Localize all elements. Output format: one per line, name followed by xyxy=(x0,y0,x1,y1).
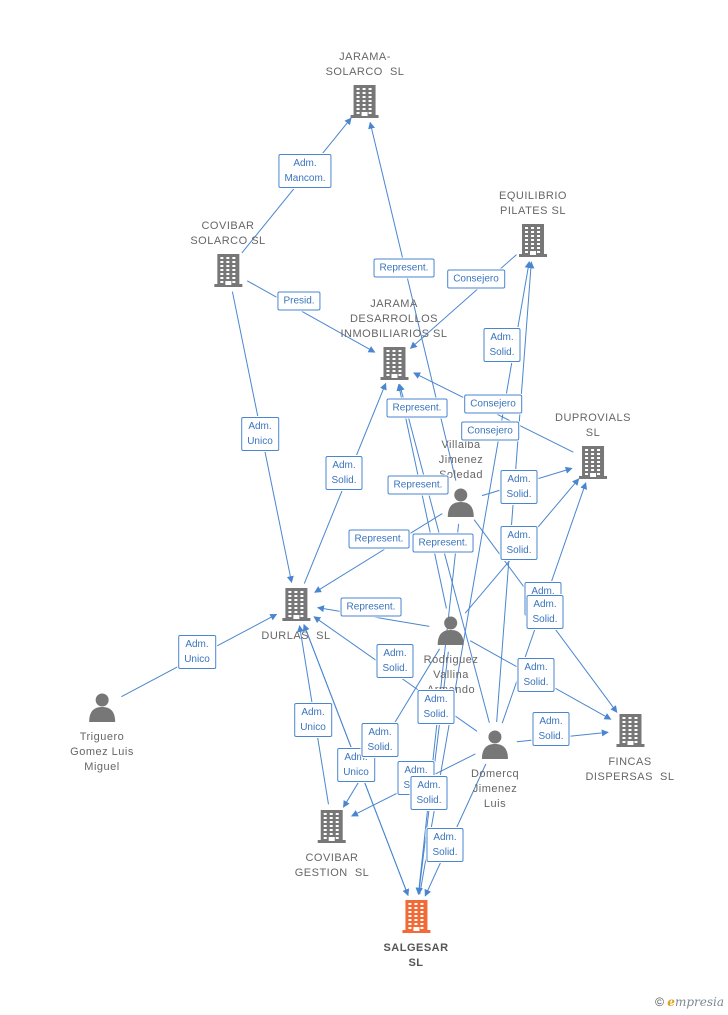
edge-label[interactable]: Represent. xyxy=(348,529,410,549)
edge-label[interactable]: Adm. Solid. xyxy=(410,776,448,810)
edge-covibar-solarco-to-jarama-des xyxy=(246,280,376,353)
node-label: DURLAS SL xyxy=(261,630,331,642)
logo-e: e xyxy=(667,995,675,1009)
node-label: Villalba Jimenez Soledad xyxy=(438,439,484,481)
company-node-jarama-des[interactable]: JARAMA DESARROLLOS INMOBILIARIOS SL xyxy=(340,297,447,385)
edge-label[interactable]: Represent. xyxy=(412,533,474,553)
building-icon xyxy=(190,253,265,292)
edge-domercq-to-jarama-des xyxy=(397,383,490,723)
building-icon xyxy=(555,445,631,484)
company-node-duprovials[interactable]: DUPROVIALS SL xyxy=(555,411,631,484)
node-label: Domercq Jimenez Luis xyxy=(470,768,520,810)
edge-label[interactable]: Represent. xyxy=(386,398,448,418)
node-label: JARAMA- SOLARCO SL xyxy=(325,51,405,78)
edge-label[interactable]: Adm. Solid. xyxy=(532,712,570,746)
node-label: JARAMA DESARROLLOS INMOBILIARIOS SL xyxy=(340,298,448,340)
company-node-equilibrio[interactable]: EQUILIBRIO PILATES SL xyxy=(499,189,567,262)
empresia-logo: © empresia xyxy=(655,995,724,1009)
edge-label[interactable]: Represent. xyxy=(340,597,402,617)
edge-label[interactable]: Adm. Unico xyxy=(178,635,216,669)
company-node-covibar-gestion[interactable]: COVIBAR GESTION SL xyxy=(295,809,370,881)
building-icon xyxy=(326,84,405,123)
edge-label[interactable]: Adm. Solid. xyxy=(361,723,399,757)
building-icon xyxy=(383,899,448,938)
node-label: SALGESAR SL xyxy=(383,942,449,969)
person-node-villalba[interactable]: Villalba Jimenez Soledad xyxy=(439,438,483,522)
node-label: DUPROVIALS SL xyxy=(555,412,631,439)
node-label: FINCAS DISPERSAS SL xyxy=(585,756,675,783)
building-icon xyxy=(295,809,370,848)
person-icon xyxy=(70,692,134,727)
edge-label[interactable]: Adm. Mancom. xyxy=(278,154,332,188)
company-node-durlas[interactable]: DURLAS SL xyxy=(261,587,330,644)
edge-label[interactable]: Presid. xyxy=(277,291,321,311)
edge-label[interactable]: Adm. Solid. xyxy=(500,470,538,504)
edge-label[interactable]: Adm. Solid. xyxy=(483,328,521,362)
person-node-rodriguez[interactable]: Rodriguez Vallina Armando xyxy=(424,615,479,698)
edge-label[interactable]: Represent. xyxy=(387,475,449,495)
edge-label[interactable]: Consejero xyxy=(464,394,522,414)
edge-label[interactable]: Adm. Solid. xyxy=(325,456,363,490)
edge-label[interactable]: Adm. Solid. xyxy=(426,828,464,862)
node-label: COVIBAR SOLARCO SL xyxy=(190,220,266,247)
edge-rodriguez-to-durlas xyxy=(317,605,430,627)
edge-label[interactable]: Adm. Solid. xyxy=(517,658,555,692)
edge-label[interactable]: Consejero xyxy=(447,269,505,289)
edge-label[interactable]: Adm. Unico xyxy=(241,417,279,451)
person-icon xyxy=(471,729,519,764)
edge-label[interactable]: Adm. Solid. xyxy=(526,595,564,629)
building-icon xyxy=(499,223,567,262)
building-icon xyxy=(585,713,674,752)
building-icon xyxy=(340,346,447,385)
edge-label[interactable]: Adm. Unico xyxy=(294,703,332,737)
company-node-salgesar[interactable]: SALGESAR SL xyxy=(383,899,448,971)
company-node-fincas[interactable]: FINCAS DISPERSAS SL xyxy=(585,713,674,785)
copyright-symbol: © xyxy=(655,995,664,1009)
edge-label[interactable]: Adm. Solid. xyxy=(500,526,538,560)
edge-label[interactable]: Consejero xyxy=(461,421,519,441)
logo-text: mpresia xyxy=(674,995,724,1009)
building-icon xyxy=(261,587,330,626)
node-label: COVIBAR GESTION SL xyxy=(294,852,370,879)
node-label: EQUILIBRIO PILATES SL xyxy=(499,190,567,217)
person-node-triguero[interactable]: Triguero Gomez Luis Miguel xyxy=(70,692,134,775)
node-label: Triguero Gomez Luis Miguel xyxy=(70,731,134,773)
edge-villalba-to-jarama-solarco xyxy=(368,121,457,481)
edge-label[interactable]: Adm. Solid. xyxy=(417,690,455,724)
person-icon xyxy=(424,615,479,650)
company-node-covibar-solarco[interactable]: COVIBAR SOLARCO SL xyxy=(190,219,265,292)
edge-label[interactable]: Adm. Solid. xyxy=(376,644,414,678)
edge-label[interactable]: Represent. xyxy=(373,258,435,278)
edge-rodriguez-to-jarama-des xyxy=(396,383,447,609)
company-node-jarama-solarco[interactable]: JARAMA- SOLARCO SL xyxy=(326,50,405,123)
person-node-domercq[interactable]: Domercq Jimenez Luis xyxy=(471,729,519,812)
person-icon xyxy=(439,487,483,522)
edge-villalba-to-durlas xyxy=(314,513,443,593)
